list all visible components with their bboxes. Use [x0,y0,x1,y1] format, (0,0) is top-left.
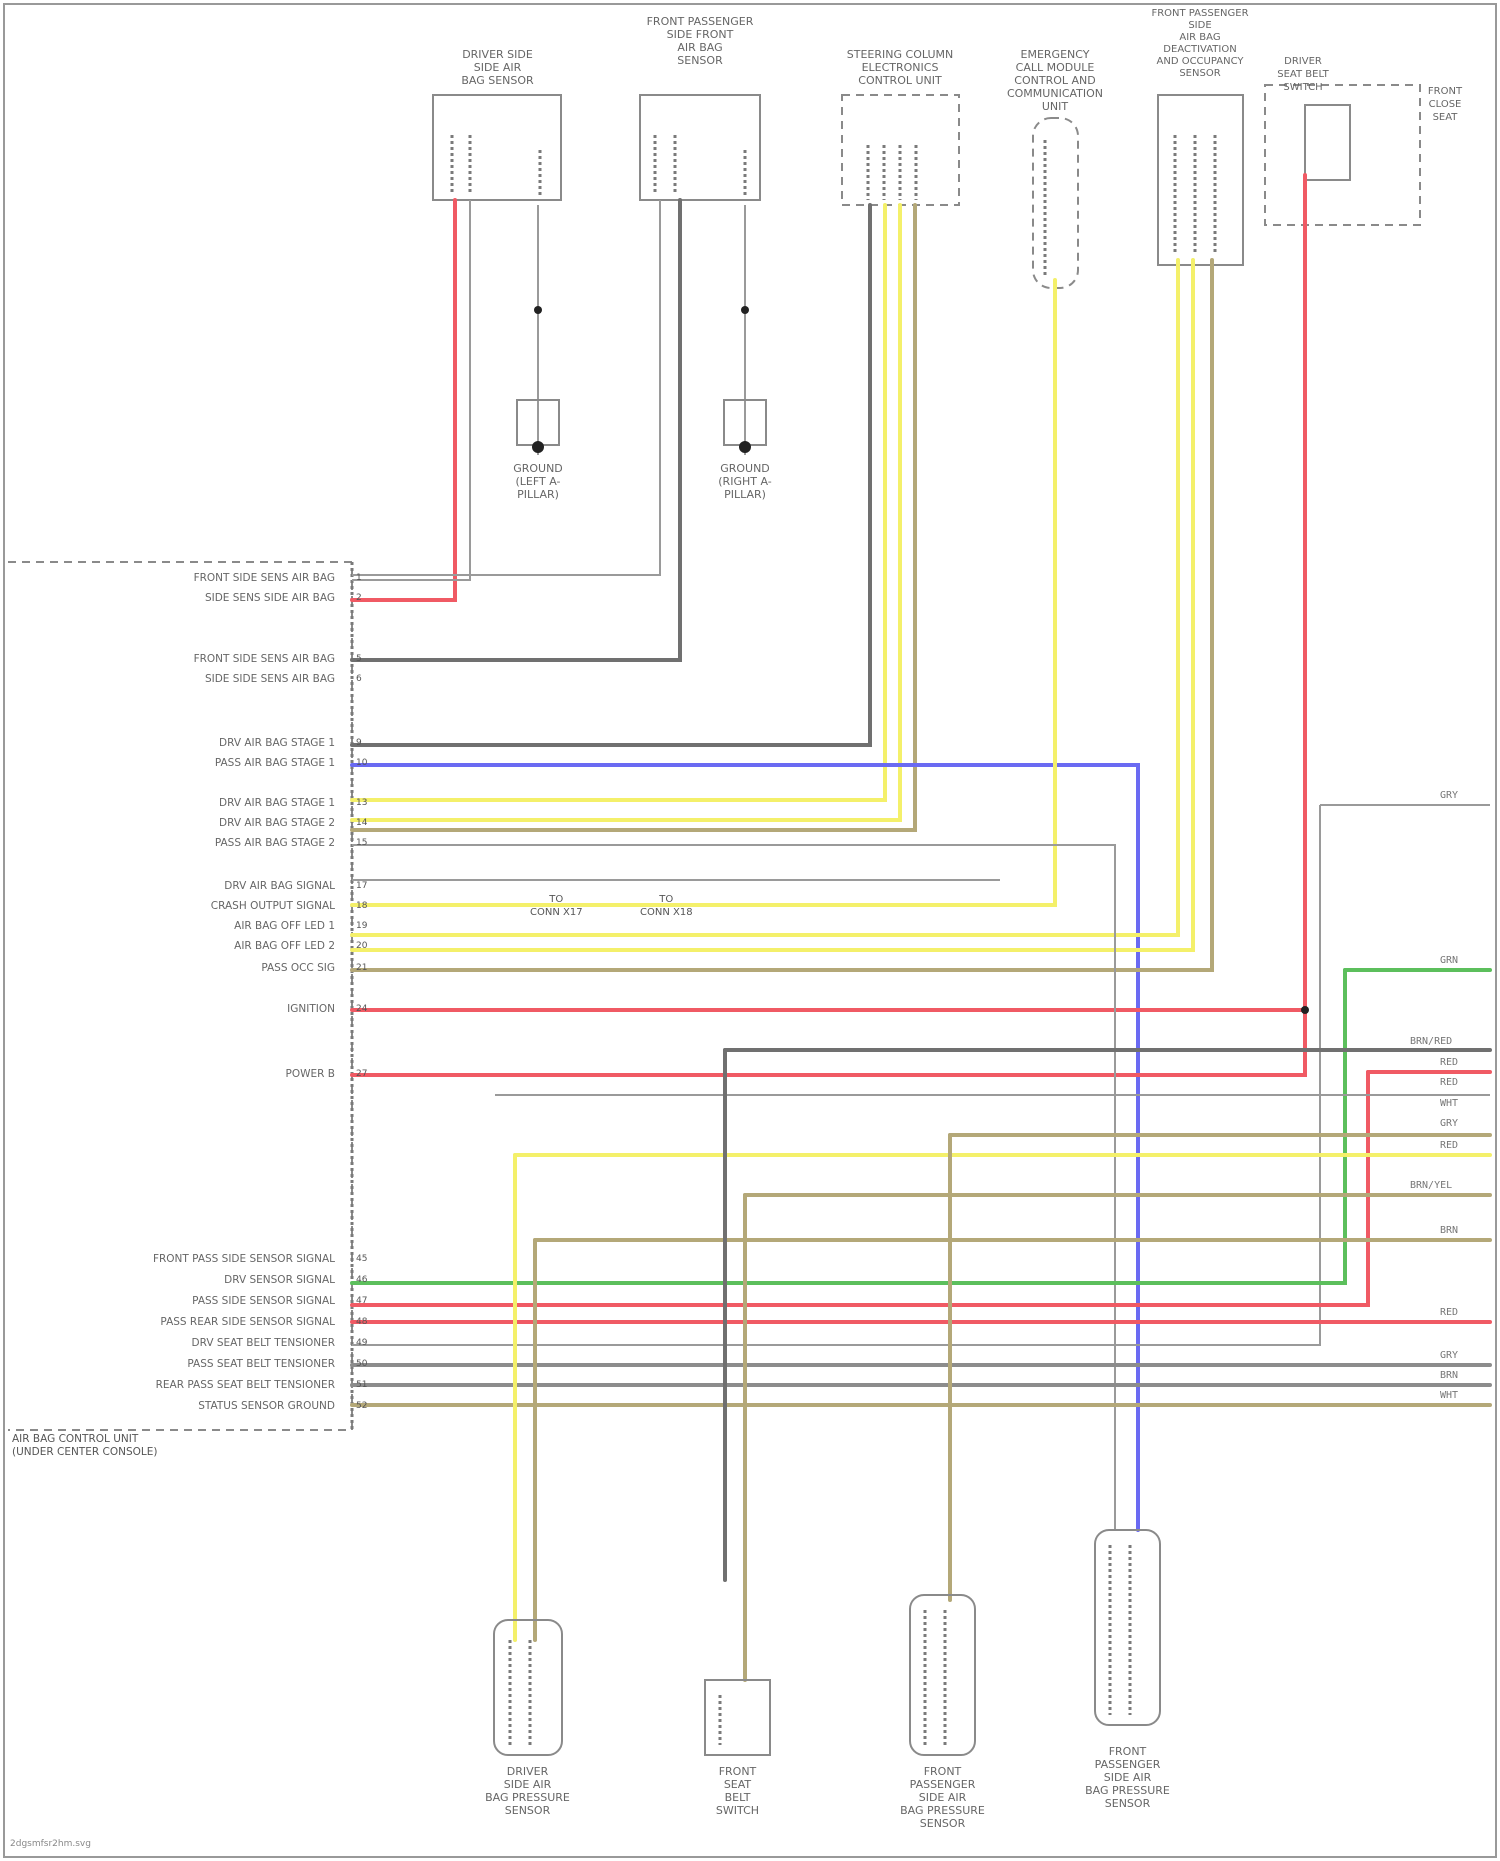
pass-occupancy-sensor-label: FRONT PASSENGER SIDE AIR BAG DEACTIVATIO… [1130,8,1270,80]
ecu-pin-10-label: PASS AIR BAG STAGE 1 [35,757,335,770]
wire-red-pin24 [352,175,1305,1010]
ecu-caption: AIR BAG CONTROL UNIT (UNDER CENTER CONSO… [12,1433,157,1459]
ground-right-symbol [724,205,766,455]
wire-olive-pin21 [352,260,1212,970]
ecu-pin-2-label: SIDE SENS SIDE AIR BAG [35,592,335,605]
ecu-pin-10-num: 10 [356,757,367,770]
driver-side-airbag-sensor-label: DRIVER SIDE SIDE AIR BAG SENSOR [430,48,565,87]
ecu-pin-6-label: SIDE SIDE SENS AIR BAG [35,673,335,686]
right-wire-label-11: RED [1440,1307,1458,1318]
ecu-pin-9-label: DRV AIR BAG STAGE 1 [35,737,335,750]
ecu-pin-46-label: DRV SENSOR SIGNAL [35,1274,335,1287]
ecu-pin-19-num: 19 [356,920,367,933]
ecu-pin-14-num: 14 [356,817,367,830]
right-wire-label-1: GRY [1440,790,1458,801]
steering-column-unit-label: STEERING COLUMN ELECTRONICS CONTROL UNIT [830,48,970,87]
right-wire-label-14: WHT [1440,1390,1458,1401]
wire-yellow-pin13 [352,205,885,800]
ecu-pin-14-label: DRV AIR BAG STAGE 2 [35,817,335,830]
ecu-pin-20-label: AIR BAG OFF LED 2 [35,940,335,953]
splice-label-1: TO CONN X17 [530,893,583,919]
ecu-pin-17-label: DRV AIR BAG SIGNAL [35,880,335,893]
right-wire-label-2: GRN [1440,955,1458,966]
wire-olive-pin15 [352,205,915,830]
ecu-pin-6-num: 6 [356,673,362,686]
ecu-pin-45-label: FRONT PASS SIDE SENSOR SIGNAL [35,1253,335,1266]
wire-red-pin2 [352,200,455,600]
ecu-pin-24-label: IGNITION [35,1003,335,1016]
wire-yellow-pin18 [352,280,1055,905]
front-pass-airbag-sensor-box [640,95,760,200]
wire-yellow-pin14 [352,205,900,820]
ecu-pin-47-label: PASS SIDE SENSOR SIGNAL [35,1295,335,1308]
ecu-pin-15-num: 15 [356,837,367,850]
ecu-pin-51-label: REAR PASS SEAT BELT TENSIONER [35,1379,335,1392]
ecu-pin-1-num: 1 [356,572,362,585]
ecu-pin-24-num: 24 [356,1003,367,1016]
front-pass-pressure-sensor-2-box [1095,1530,1160,1725]
right-wire-label-3: BRN/RED [1410,1036,1452,1047]
ecu-pin-13-label: DRV AIR BAG STAGE 1 [35,797,335,810]
front-pass-pressure-sensor-box [910,1595,975,1755]
ecu-pin-15-label: PASS AIR BAG STAGE 2 [35,837,335,850]
ecu-pin-2-num: 2 [356,592,362,605]
front-seatbelt-switch-label: FRONT SEAT BELT SWITCH [690,1765,785,1817]
ecu-pin-17-num: 17 [356,880,367,893]
right-wire-label-12: GRY [1440,1350,1458,1361]
ecu-pin-21-num: 21 [356,962,367,975]
front-pass-pressure-sensor-2-label: FRONT PASSENGER SIDE AIR BAG PRESSURE SE… [1070,1745,1185,1810]
right-wire-label-4: RED [1440,1057,1458,1068]
ecu-pin-5-num: 5 [356,653,362,666]
splice-label-2: TO CONN X18 [640,893,693,919]
ecu-pin-45-num: 45 [356,1253,367,1266]
ecu-pin-52-label: STATUS SENSOR GROUND [35,1400,335,1413]
ecu-pin-27-num: 27 [356,1068,367,1081]
front-close-seat-label: FRONT CLOSE SEAT [1415,85,1475,124]
ecu-pin-9-num: 9 [356,737,362,750]
ecu-pin-49-num: 49 [356,1337,367,1350]
ecu-pin-20-num: 20 [356,940,367,953]
ground-left-label: GROUND (LEFT A- PILLAR) [500,462,576,501]
ecu-pin-48-num: 48 [356,1316,367,1329]
ecu-pin-1-label: FRONT SIDE SENS AIR BAG [35,572,335,585]
ecu-pin-52-num: 52 [356,1400,367,1413]
ecu-pin-21-label: PASS OCC SIG [35,962,335,975]
ground-left-symbol [517,205,559,455]
wire-yellow-pin20 [352,260,1193,950]
ecu-pin-48-label: PASS REAR SIDE SENSOR SIGNAL [35,1316,335,1329]
right-wire-label-9: BRN/YEL [1410,1180,1452,1191]
ecu-pin-5-label: FRONT SIDE SENS AIR BAG [35,653,335,666]
ecu-pin-18-label: CRASH OUTPUT SIGNAL [35,900,335,913]
right-wire-label-5: RED [1440,1077,1458,1088]
ecu-pin-18-num: 18 [356,900,367,913]
front-seatbelt-switch-box [705,1680,770,1755]
front-pass-pressure-sensor-label: FRONT PASSENGER SIDE AIR BAG PRESSURE SE… [885,1765,1000,1830]
ecu-pin-46-num: 46 [356,1274,367,1287]
right-wire-label-8: RED [1440,1140,1458,1151]
driver-side-pressure-sensor-label: DRIVER SIDE AIR BAG PRESSURE SENSOR [470,1765,585,1817]
ecu-pin-19-label: AIR BAG OFF LED 1 [35,920,335,933]
right-wire-label-10: BRN [1440,1225,1458,1236]
right-wire-label-13: BRN [1440,1370,1458,1381]
ecu-pin-13-num: 13 [356,797,367,810]
ecu-pin-51-num: 51 [356,1379,367,1392]
emergency-call-module-box [1033,118,1078,288]
driver-side-pressure-sensor-box [494,1620,562,1755]
pass-occupancy-sensor-box [1158,95,1243,265]
wire-red-pin27 [352,190,1305,1075]
seatbelt-switch-inner [1305,105,1350,180]
ecu-pin-47-num: 47 [356,1295,367,1308]
right-wire-label-6: WHT [1440,1098,1458,1109]
ecu-pin-50-label: PASS SEAT BELT TENSIONER [35,1358,335,1371]
ground-right-label: GROUND (RIGHT A- PILLAR) [707,462,783,501]
wire-gray-pin9 [352,205,870,745]
footer-filename: 2dgsmfsr2hm.svg [10,1838,91,1851]
front-pass-airbag-sensor-label: FRONT PASSENGER SIDE FRONT AIR BAG SENSO… [630,15,770,67]
driver-seatbelt-switch-label: DRIVER SEAT BELT SWITCH [1268,55,1338,94]
ecu-pin-49-label: DRV SEAT BELT TENSIONER [35,1337,335,1350]
ecu-pin-27-label: POWER B [35,1068,335,1081]
right-wire-label-7: GRY [1440,1118,1458,1129]
ecu-pin-50-num: 50 [356,1358,367,1371]
emergency-call-module-label: EMERGENCY CALL MODULE CONTROL AND COMMUN… [995,48,1115,113]
